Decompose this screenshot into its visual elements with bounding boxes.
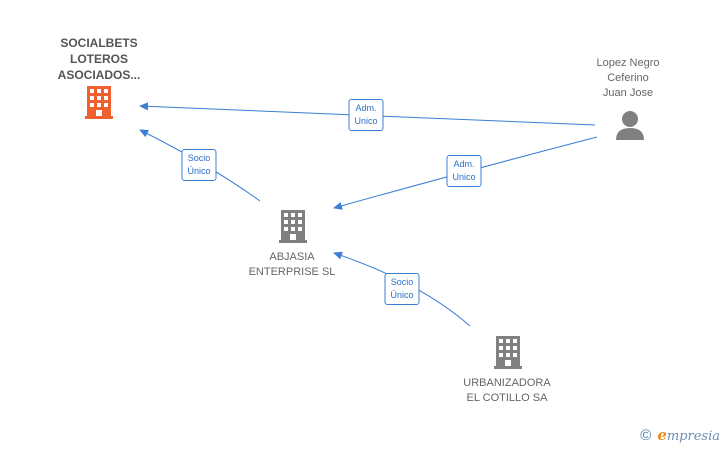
brand-logo: empresia <box>657 426 720 444</box>
edge-label-adm-unico: Adm. Unico <box>446 155 482 187</box>
node-label-socialbets[interactable]: SOCIALBETS LOTEROS ASOCIADOS... <box>57 36 141 82</box>
node-label-urbanizadora[interactable]: URBANIZADORA EL COTILLO SA <box>463 377 551 404</box>
edge-label-socio-unico: Socio Único <box>181 149 217 181</box>
building-icon[interactable] <box>279 210 307 243</box>
node-label-lopez[interactable]: Lopez Negro Ceferino Juan Jose <box>596 57 660 99</box>
node-label-abjasia[interactable]: ABJASIA ENTERPRISE SL <box>248 251 336 278</box>
building-icon[interactable] <box>494 336 522 369</box>
edge-label-adm-unico: Adm. Unico <box>348 99 384 131</box>
person-icon[interactable] <box>616 111 644 140</box>
edge-label-socio-unico: Socio Único <box>384 273 420 305</box>
building-icon[interactable] <box>85 86 113 119</box>
watermark: © empresia <box>640 426 720 444</box>
copyright-icon: © <box>640 426 652 444</box>
